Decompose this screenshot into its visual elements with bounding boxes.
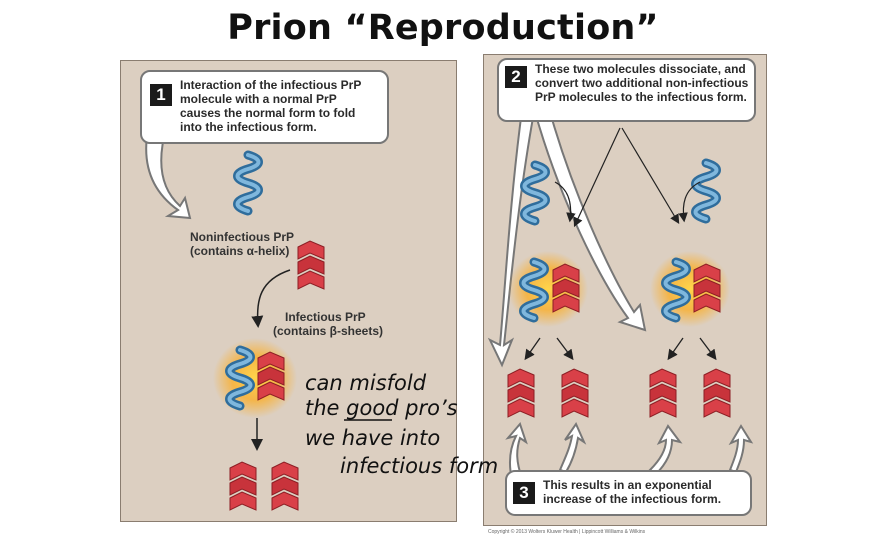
step-1-text: Interaction of the infectious PrP molecu…	[180, 78, 362, 134]
product-sheet-5	[649, 368, 677, 418]
infectious-label-line1: Infectious PrP	[285, 310, 366, 324]
step-1-number: 1	[150, 84, 172, 106]
complex-sheet	[257, 351, 285, 401]
complex3-sheet	[693, 263, 721, 313]
callout-step-3: 3 This results in an exponential increas…	[505, 470, 752, 516]
page-title: Prion “Reproduction”	[227, 8, 659, 48]
noninfectious-label-line1: Noninfectious PrP	[190, 230, 295, 244]
noninfectious-label: Noninfectious PrP (contains α-helix)	[190, 230, 294, 258]
callout-step-2: 2 These two molecules dissociate, and co…	[497, 58, 756, 122]
incoming-helix-1	[525, 165, 546, 221]
product-sheet-3	[507, 368, 535, 418]
callout-step-1: 1 Interaction of the infectious PrP mole…	[140, 70, 389, 144]
arrow-combine	[251, 269, 291, 328]
handwriting-line-3: we have into	[305, 426, 440, 450]
step-3-number: 3	[513, 482, 535, 504]
callout-arrow-2b	[533, 111, 647, 332]
infectious-label-line2: (contains β-sheets)	[273, 324, 384, 338]
product-sheet-2	[271, 461, 299, 511]
step-3-text: This results in an exponential increase …	[543, 478, 722, 506]
noninfectious-label-line2: (contains α-helix)	[190, 244, 290, 258]
copyright-text: Copyright © 2013 Wolters Kluwer Health |…	[488, 529, 646, 535]
callout-arrow-1	[145, 118, 192, 220]
handwriting-line-2: the good pro’s	[305, 396, 458, 420]
infectious-label: Infectious PrP (contains β-sheets)	[273, 310, 383, 338]
noninfectious-helix	[238, 155, 259, 211]
step-2-number: 2	[505, 66, 527, 88]
incoming-helix-2	[696, 163, 717, 219]
product-sheet-1	[229, 461, 257, 511]
step-2-text: These two molecules dissociate, and conv…	[535, 62, 749, 104]
complex2-sheet	[552, 263, 580, 313]
handwriting-line-1: can misfold	[305, 371, 427, 395]
callout-arrow-2a	[487, 108, 536, 368]
infectious-sheet	[297, 240, 325, 290]
handwriting-line-4: infectious form	[340, 454, 498, 478]
product-sheet-4	[561, 368, 589, 418]
product-sheet-6	[703, 368, 731, 418]
